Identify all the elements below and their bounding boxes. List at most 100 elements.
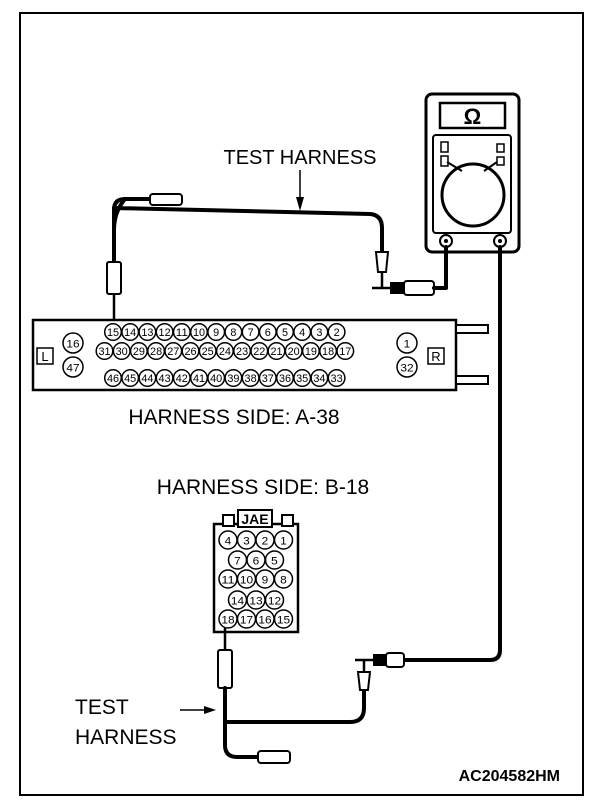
pin-number: 16 (66, 338, 79, 350)
pin-number: 23 (236, 346, 248, 358)
pin: 45 (121, 368, 140, 388)
pin-number: 16 (258, 614, 271, 626)
pin-number: 1 (404, 338, 411, 350)
pin: 15 (103, 322, 123, 342)
pin-number: 39 (227, 373, 239, 385)
pin: 38 (241, 368, 260, 388)
pin-number: 15 (277, 614, 290, 626)
pin-number: 8 (280, 574, 287, 586)
pin-number: 44 (141, 373, 153, 385)
harness-side-b-label: HARNESS SIDE: B-18 (157, 476, 369, 499)
pin-number: 20 (288, 346, 300, 358)
pin: 31 (95, 341, 114, 361)
pin: 13 (138, 322, 157, 342)
pin: 10 (189, 322, 209, 342)
pin-number: 14 (124, 327, 136, 339)
pin-number: 34 (313, 373, 325, 385)
connector-b18-brand: JAE (241, 511, 268, 527)
pin-number: 6 (265, 327, 271, 339)
pin-number: 45 (124, 373, 136, 385)
pin-number: 41 (193, 373, 205, 385)
pin: 17 (236, 609, 257, 629)
pin: 25 (198, 341, 217, 361)
pin-number: 24 (219, 346, 231, 358)
pin: 17 (336, 341, 355, 361)
indicator-icon (496, 143, 505, 153)
connector-b18-lug-right (281, 514, 294, 527)
pin: 8 (273, 569, 294, 589)
pin-circle (62, 332, 84, 354)
pin: 33 (327, 368, 346, 388)
pin: 13 (246, 590, 266, 610)
harness-plug-a38 (106, 261, 122, 295)
pin: 3 (236, 530, 257, 550)
pin-number: 31 (98, 346, 110, 358)
pin: 9 (207, 322, 226, 342)
pin: 32 (396, 356, 418, 378)
connector-a38-latch-top (455, 324, 489, 334)
pin-number: 21 (270, 346, 282, 358)
pin-number: 27 (167, 346, 179, 358)
pin-number: 43 (159, 373, 171, 385)
pin-number: 5 (282, 327, 288, 339)
pin-circle (62, 356, 84, 378)
pin: 35 (293, 368, 312, 388)
pin: 36 (275, 368, 295, 388)
pin-number: 46 (107, 373, 119, 385)
pin: 26 (181, 341, 200, 361)
pin-number: 40 (210, 373, 222, 385)
pin-number: 9 (262, 574, 269, 586)
multimeter: Ω (424, 92, 521, 254)
test-harness-bottom-label-line2: HARNESS (75, 726, 177, 749)
pin: 14 (121, 322, 140, 342)
pin: 21 (267, 341, 286, 361)
pin: 5 (275, 322, 295, 342)
pin: 19 (301, 341, 320, 361)
pin: 16 (62, 332, 84, 354)
pin: 41 (189, 368, 209, 388)
probe-collar-bottom (373, 654, 386, 666)
pin: 6 (258, 322, 277, 342)
pin-number: 4 (225, 535, 232, 547)
connector-b18-brand-box (237, 509, 273, 528)
pin-number: 7 (234, 555, 241, 567)
pin-number: 18 (322, 346, 334, 358)
ohm-symbol: Ω (464, 104, 482, 129)
indicator-icon (496, 156, 505, 166)
pin-number: 25 (202, 346, 214, 358)
pin: 3 (310, 322, 329, 342)
test-harness-top-label: TEST HARNESS (224, 147, 377, 169)
pin-number: 42 (176, 373, 188, 385)
pin: 28 (147, 341, 166, 361)
pin-number: 32 (400, 362, 413, 374)
test-harness-bottom-label-line1: TEST (75, 696, 129, 719)
pin: 5 (264, 550, 285, 570)
pin: 39 (224, 368, 243, 388)
probe-handle (403, 280, 435, 296)
probe-jack-left-center (444, 239, 448, 243)
pin-circle (327, 322, 346, 342)
pin-number: 13 (141, 327, 153, 339)
connector-a38-right-marker-label: R (431, 349, 440, 364)
pin: 14 (227, 590, 248, 610)
pin: 2 (255, 530, 275, 550)
pin-number: 33 (331, 373, 343, 385)
pin: 30 (112, 341, 131, 361)
pin-number: 36 (279, 373, 291, 385)
pin: 1 (273, 530, 294, 550)
pin-number: 11 (221, 574, 234, 586)
connector-a38-left-marker (36, 347, 54, 365)
pin-circle (336, 341, 355, 361)
pin: 18 (319, 341, 338, 361)
figure-frame (19, 12, 584, 796)
dial-tick (483, 161, 498, 172)
pin-circle (273, 530, 294, 550)
harness-open-terminal (149, 193, 183, 206)
pin-number: 47 (66, 362, 79, 374)
pin-number: 9 (213, 327, 219, 339)
pin-number: 11 (176, 327, 188, 339)
pin: 18 (218, 609, 238, 629)
